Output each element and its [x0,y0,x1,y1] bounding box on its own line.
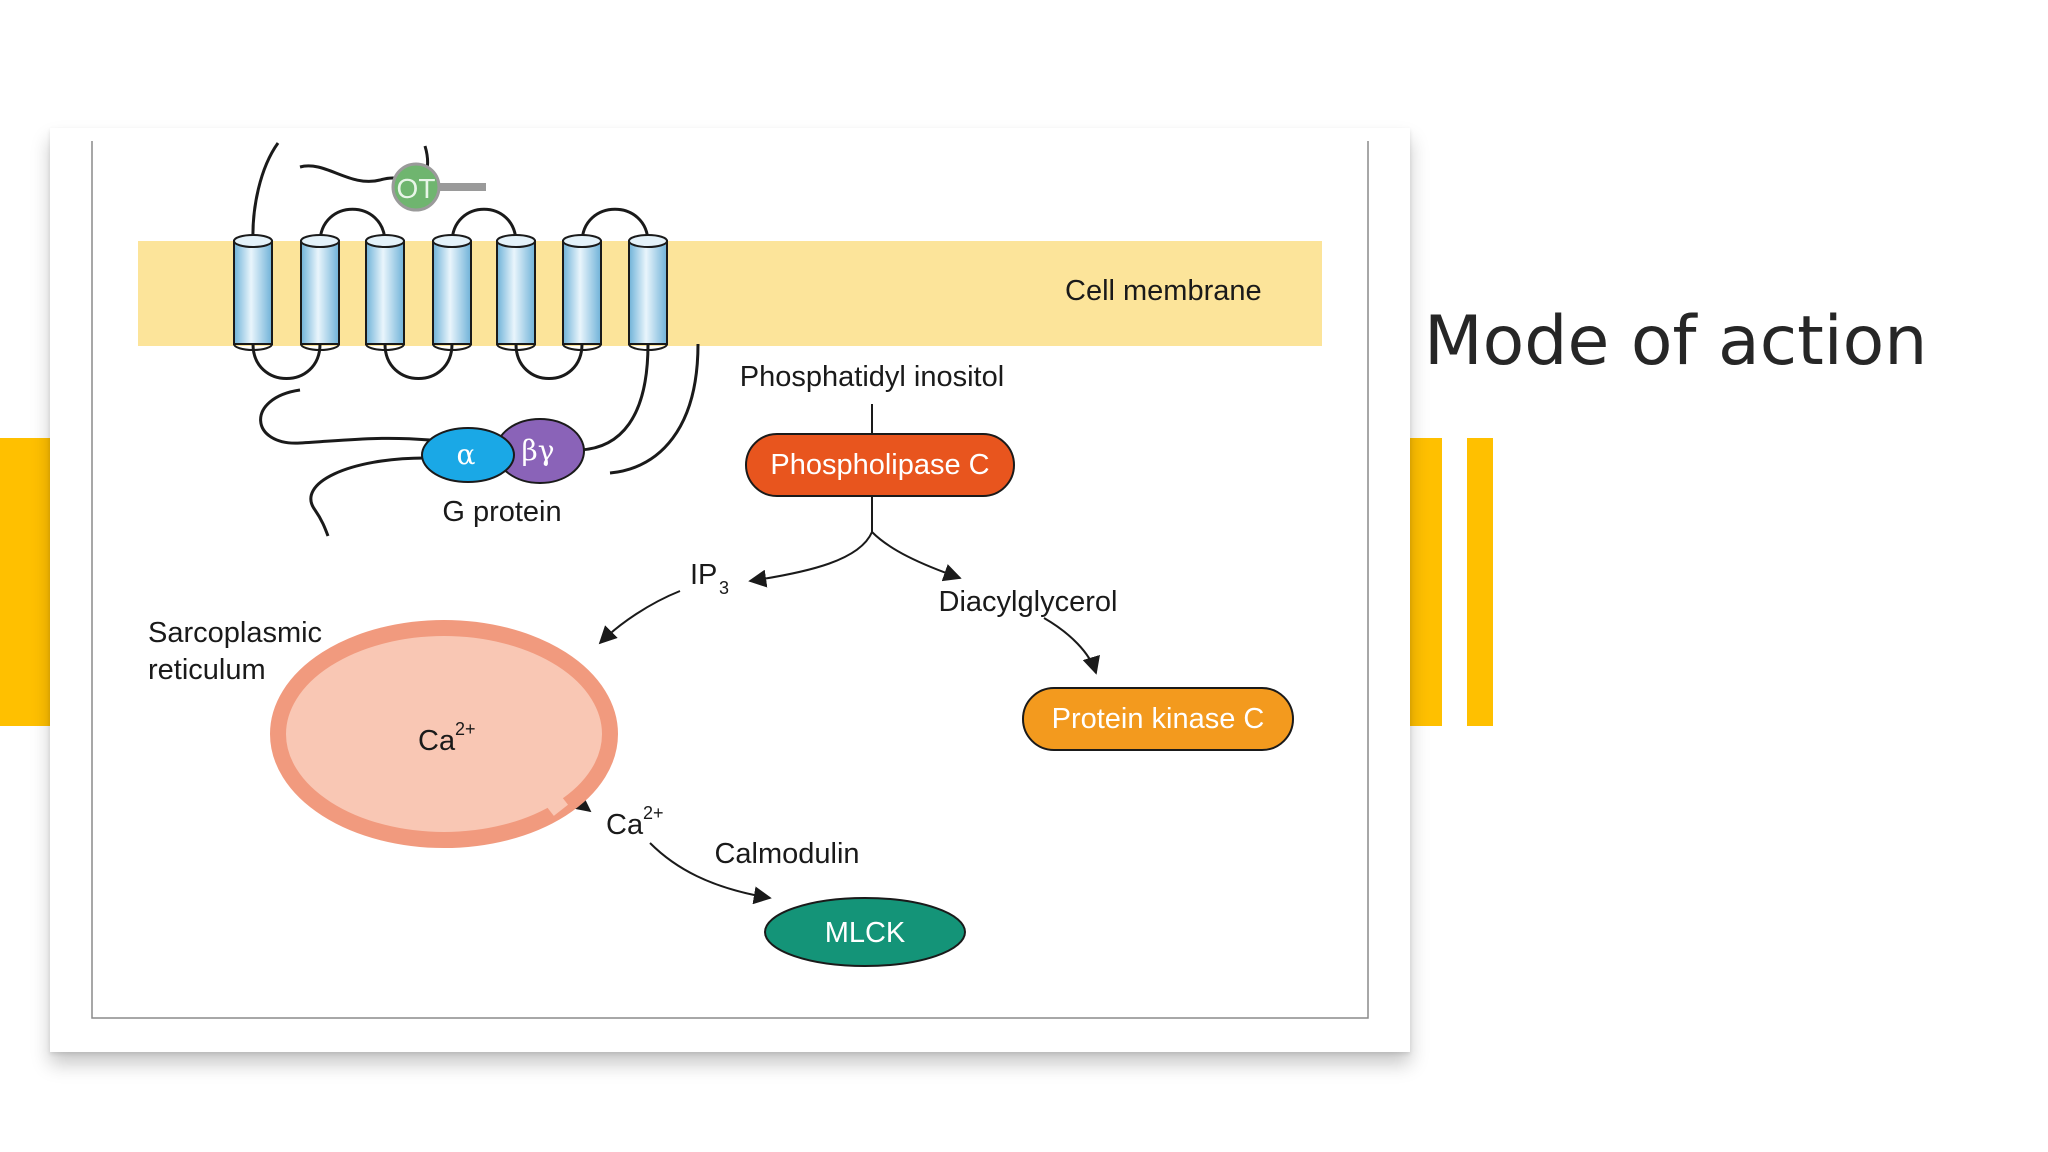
ca-inside-label-group: Ca 2+ [418,719,476,757]
g-protein: α βγ G protein [421,418,585,528]
sr-label-line-2: reticulum [148,654,266,686]
receptor-chain [251,142,700,537]
frame-top-mask [90,128,1372,141]
transmembrane-helices [233,234,668,351]
diacylglycerol-label: Diacylglycerol [939,586,1118,618]
cell-membrane-label: Cell membrane [1065,275,1262,307]
slide-title: Mode of action [1424,302,1928,381]
ip3-label-group: IP 3 [690,559,729,598]
ot-label: OT [397,173,436,204]
sr-membrane-gap [543,792,569,816]
helix-7 [628,234,668,351]
sr-label-line-1: Sarcoplasmic [148,617,322,649]
ca-outside-label-group: Ca 2+ [606,803,664,841]
helix-3 [365,234,405,351]
g-alpha-label: α [457,438,476,471]
oxytocin-ligand: OT [391,162,486,212]
ip3-label: IP [690,559,717,591]
left-accent-bar [0,438,50,726]
helix-5 [496,234,536,351]
phosphatidyl-inositol-label: Phosphatidyl inositol [740,361,1004,393]
helix-4 [432,234,472,351]
signaling-diagram: Cell membrane [90,128,1372,1019]
mlck-node: MLCK [764,897,966,967]
sarcoplasmic-reticulum [270,620,618,848]
helix-6 [562,234,602,351]
ca-outside-label: Ca [606,809,644,841]
protein-kinase-c-node: Protein kinase C [1022,687,1294,751]
helix-2 [300,234,340,351]
g-alpha-subunit [421,427,515,483]
phospholipase-c-node: Phospholipase C [745,433,1015,497]
right-accent-bar-2 [1467,438,1493,726]
g-protein-label: G protein [442,496,561,528]
helix-1 [233,234,273,351]
ca-outside-charge: 2+ [643,803,664,823]
ip3-subscript: 3 [719,578,729,598]
ca-inside-label: Ca [418,725,456,757]
phospholipase-c-label: Phospholipase C [770,449,989,481]
mlck-label: MLCK [825,917,906,949]
g-beta-gamma-label: βγ [522,434,555,467]
protein-kinase-c-label: Protein kinase C [1052,703,1265,735]
ca-inside-charge: 2+ [455,719,476,739]
calmodulin-label: Calmodulin [714,838,859,870]
figure-card: Cell membrane [50,128,1410,1052]
right-accent-bar-1 [1408,438,1442,726]
